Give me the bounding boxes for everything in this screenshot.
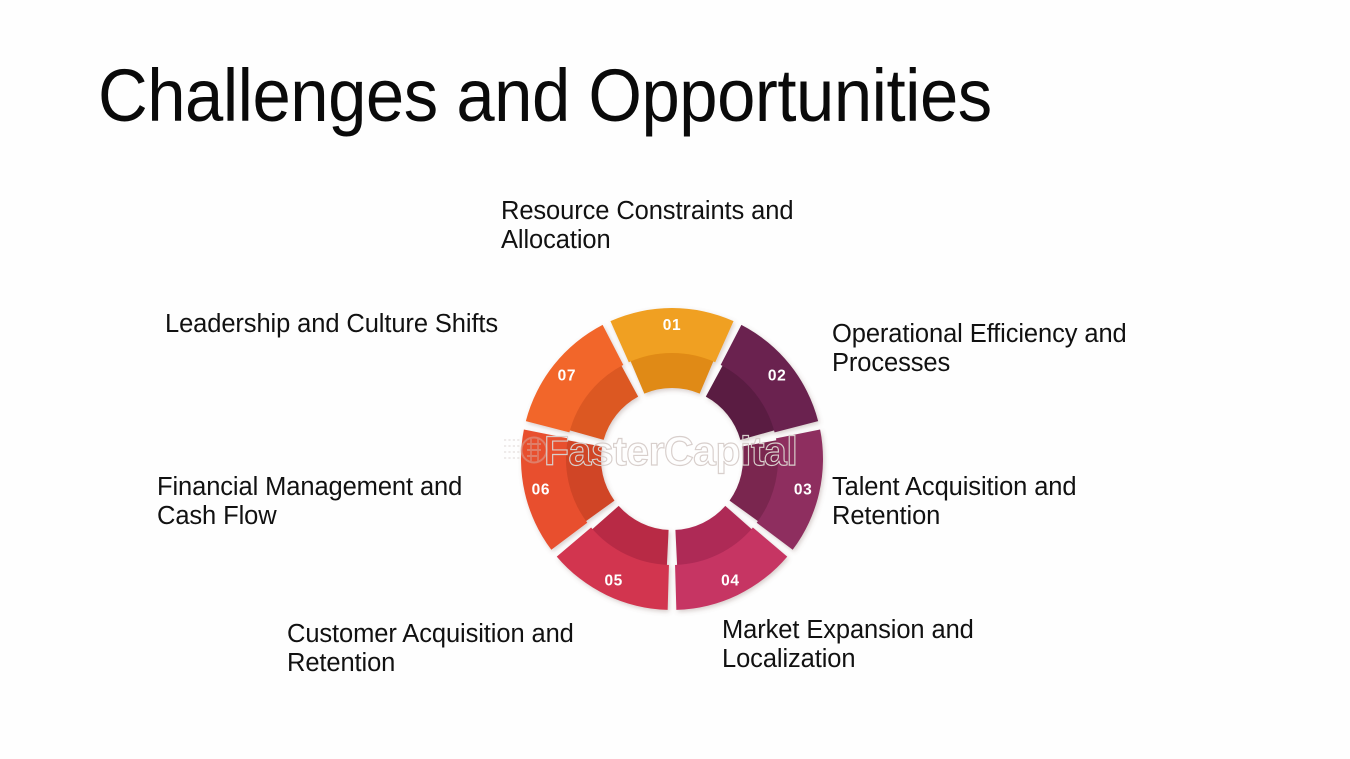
segment-number-07: 07 xyxy=(558,368,576,385)
donut-segment-04[interactable] xyxy=(675,505,788,610)
donut-segments xyxy=(521,308,823,610)
donut-segment-numbers: 01 02 03 04 05 06 07 xyxy=(532,317,812,590)
segment-inner-band-05 xyxy=(586,505,669,573)
segment-face-05 xyxy=(556,527,669,610)
donut-segment-03[interactable] xyxy=(729,429,823,550)
donut-segment-01[interactable] xyxy=(610,308,734,394)
segment-face-04 xyxy=(675,527,788,610)
donut-chart: 01 02 03 04 05 06 07 xyxy=(521,308,823,610)
segment-number-05: 05 xyxy=(604,573,622,590)
segment-label-05: Customer Acquisition and Retention xyxy=(287,620,574,677)
segment-face-07 xyxy=(525,324,624,433)
segment-face-03 xyxy=(756,429,823,550)
segment-inner-band-07 xyxy=(562,358,639,440)
segment-face-01 xyxy=(610,308,734,363)
donut-segment-05[interactable] xyxy=(556,505,669,610)
segment-label-06: Financial Management and Cash Flow xyxy=(157,473,463,530)
donut-chart-svg: 01 02 03 04 05 06 07 xyxy=(521,308,823,610)
segment-number-06: 06 xyxy=(532,481,550,498)
segment-label-02: Operational Efficiency and Processes xyxy=(832,320,1127,377)
donut-segment-02[interactable] xyxy=(705,324,819,440)
segment-label-04: Market Expansion and Localization xyxy=(722,616,974,673)
segment-label-03: Talent Acquisition and Retention xyxy=(832,473,1077,530)
segment-inner-band-02 xyxy=(705,358,782,440)
segment-number-03: 03 xyxy=(794,481,812,498)
segment-face-02 xyxy=(720,324,819,433)
segment-number-01: 01 xyxy=(663,317,681,334)
segment-inner-band-04 xyxy=(675,505,758,573)
segment-inner-band-01 xyxy=(627,345,717,394)
donut-segment-07[interactable] xyxy=(525,324,639,440)
segment-number-04: 04 xyxy=(721,573,739,590)
segment-label-07: Leadership and Culture Shifts xyxy=(165,310,499,338)
segment-number-02: 02 xyxy=(768,368,786,385)
page-title: Challenges and Opportunities xyxy=(98,53,992,137)
segment-label-01: Resource Constraints and Allocation xyxy=(501,197,794,254)
